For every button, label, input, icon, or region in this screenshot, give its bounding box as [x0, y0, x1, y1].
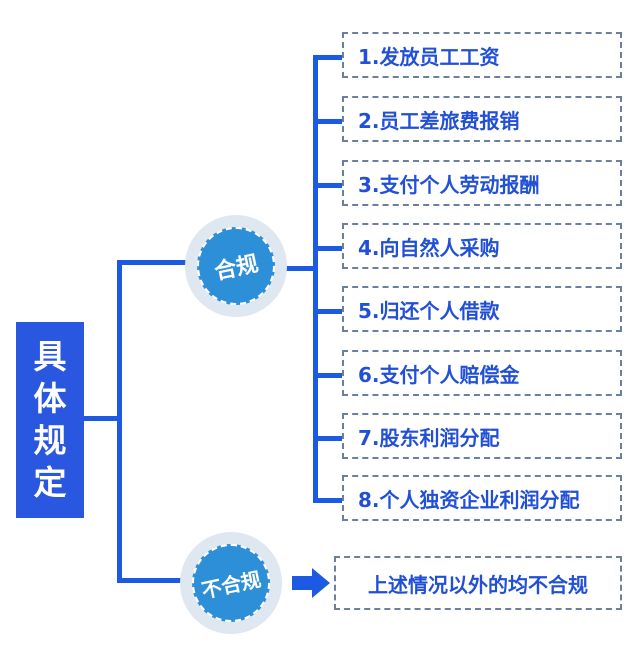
item-branch: [313, 246, 342, 251]
compliant-item: 2.员工差旅费报销: [342, 96, 622, 142]
compliant-item: 8.个人独资企业利润分配: [342, 475, 622, 521]
noncompliant-badge-inner: 不合规: [192, 544, 270, 622]
root-node: 具体规定: [16, 322, 84, 518]
root-connector: [84, 416, 120, 421]
compliant-item: 6.支付个人赔偿金: [342, 350, 622, 396]
item-branch: [313, 436, 342, 441]
compliant-badge: 合规: [185, 215, 287, 317]
compliant-label: 合规: [212, 251, 261, 286]
root-label: 具体规定: [33, 337, 67, 502]
compliant-item: 5.归还个人借款: [342, 286, 622, 332]
item-branch: [313, 119, 342, 124]
compliant-connector: [286, 266, 318, 271]
compliant-item: 1.发放员工工资: [342, 32, 622, 78]
noncompliant-outcome: 上述情况以外的均不合规: [334, 556, 622, 610]
item-branch: [313, 183, 342, 188]
compliant-badge-inner: 合规: [197, 227, 275, 305]
compliant-item: 7.股东利润分配: [342, 413, 622, 459]
noncompliant-label: 不合规: [199, 566, 264, 603]
item-branch: [313, 309, 342, 314]
right-arrow-icon: [292, 568, 330, 598]
noncompliant-badge: 不合规: [180, 532, 282, 634]
item-branch: [313, 373, 342, 378]
item-branch: [313, 55, 342, 60]
trunk-to-noncompliant: [117, 578, 193, 583]
item-branch: [313, 498, 342, 503]
compliant-item: 3.支付个人劳动报酬: [342, 160, 622, 206]
trunk-vertical: [117, 260, 122, 582]
items-vertical: [313, 55, 318, 503]
compliant-item: 4.向自然人采购: [342, 223, 622, 269]
trunk-to-compliant: [117, 260, 193, 265]
